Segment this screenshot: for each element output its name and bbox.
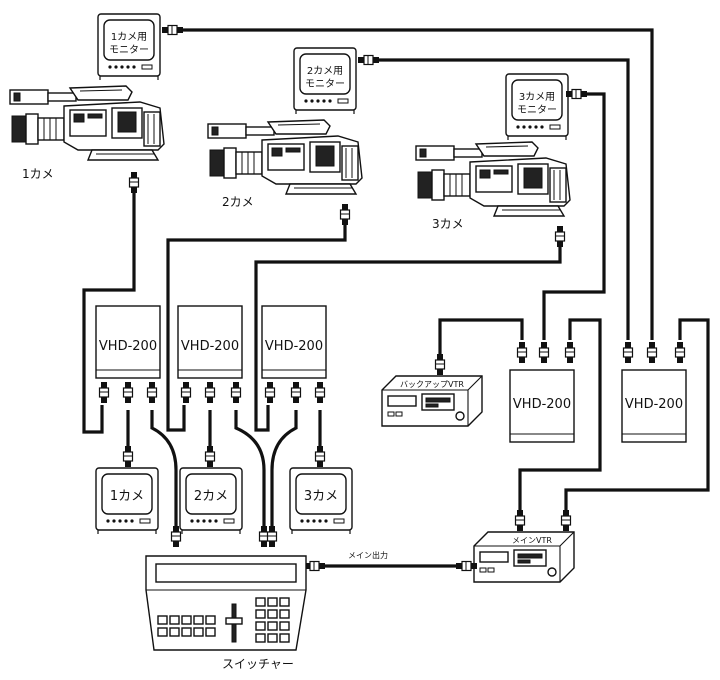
monitor-1-connector	[122, 445, 134, 468]
vhd-4-connector-c	[564, 341, 576, 364]
top-monitor-2-connector	[357, 54, 380, 66]
top-monitor-1-line2: モニター	[109, 44, 149, 56]
top-monitor-3-line1: 3カメ用	[519, 91, 555, 103]
camera-2-connector	[339, 203, 351, 226]
switcher-label: スイッチャー	[222, 657, 294, 671]
vhd-unit-4-label: VHD-200	[513, 397, 571, 412]
top-monitor-3: 3カメ用 モニター	[505, 73, 569, 141]
backup-vtr: バックアップVTR	[381, 375, 483, 427]
vhd-1-input-connector	[98, 381, 110, 404]
vhd-unit-5-label: VHD-200	[625, 397, 683, 412]
camera-2	[207, 119, 363, 195]
cable-vhd4-to-main-vtr	[518, 318, 602, 510]
bottom-monitor-2: 2カメ	[179, 467, 243, 535]
top-monitor-3-line2: モニター	[517, 104, 557, 116]
cable-vhd3-to-switcher	[270, 410, 298, 530]
bottom-monitor-2-label: 2カメ	[194, 489, 228, 504]
vhd-unit-3-label: VHD-200	[265, 339, 323, 354]
monitor-3-connector	[314, 445, 326, 468]
cable-monitor1-feed	[180, 28, 654, 340]
switcher-keypad	[255, 597, 290, 643]
camera-1-connector	[128, 171, 140, 194]
vhd-4-connector-b	[538, 341, 550, 364]
top-monitor-1-line1: 1カメ用	[111, 31, 147, 43]
vhd-5-connector-a	[622, 341, 634, 364]
main-vtr: メインVTR	[473, 531, 575, 583]
cable-cam1-to-vhd1	[82, 190, 136, 434]
top-monitor-2-line2: モニター	[305, 78, 345, 90]
switcher-buttons-left	[157, 615, 216, 637]
camera-3-label: 3カメ	[432, 217, 464, 231]
main-output-label: メイン出力	[348, 550, 388, 560]
vhd-3-input-connector	[264, 381, 276, 404]
vhd-unit-1-label: VHD-200	[99, 339, 157, 354]
main-vtr-connector-a	[514, 509, 526, 532]
vhd-unit-2-label: VHD-200	[181, 339, 239, 354]
vhd-unit-1: VHD-200	[95, 305, 161, 379]
cable-vhd1-to-switcher	[150, 410, 178, 530]
vhd-1-output-a-connector	[122, 381, 134, 404]
backup-vtr-connector	[434, 353, 446, 376]
bottom-monitor-1: 1カメ	[95, 467, 159, 535]
switcher-fader-handle	[225, 617, 243, 625]
vhd-unit-5: VHD-200	[621, 369, 687, 443]
switcher-input-3-connector	[266, 525, 278, 548]
bottom-monitor-1-label: 1カメ	[110, 489, 144, 504]
switcher	[145, 555, 307, 651]
camera-3	[415, 141, 571, 217]
vhd-2-output-a-connector	[204, 381, 216, 404]
top-monitor-3-connector	[565, 88, 588, 100]
cable-cam2-to-vhd2	[166, 225, 347, 432]
vhd-1-output-b-connector	[146, 381, 158, 404]
camera-1-label: 1カメ	[22, 167, 54, 181]
vhd-5-connector-b	[646, 341, 658, 364]
top-monitor-2-line1: 2カメ用	[307, 65, 343, 77]
camera-1	[9, 85, 165, 161]
bottom-monitor-3-label: 3カメ	[304, 489, 338, 504]
top-monitor-1: 1カメ用 モニター	[97, 13, 161, 81]
vhd-unit-2: VHD-200	[177, 305, 243, 379]
cable-vhd5-to-main-vtr	[564, 318, 710, 510]
vhd-3-output-b-connector	[314, 381, 326, 404]
top-monitor-2: 2カメ用 モニター	[293, 47, 357, 115]
backup-vtr-label: バックアップVTR	[400, 380, 464, 389]
main-vtr-label: メインVTR	[512, 536, 552, 545]
main-vtr-connector-b	[560, 509, 572, 532]
top-monitor-1-connector	[161, 24, 184, 36]
cables	[82, 28, 710, 568]
camera-2-label: 2カメ	[222, 195, 254, 209]
cable-monitor2-feed	[370, 58, 630, 340]
vhd-unit-3: VHD-200	[261, 305, 327, 379]
monitor-2-connector	[204, 445, 216, 468]
cable-monitor3-feed	[542, 92, 606, 340]
camera-3-connector	[554, 225, 566, 248]
vhd-5-connector-c	[674, 341, 686, 364]
cable-cam3-to-vhd3	[254, 245, 562, 432]
vhd-3-output-a-connector	[290, 381, 302, 404]
switcher-output-connector	[303, 560, 326, 572]
bottom-monitor-3: 3カメ	[289, 467, 353, 535]
switcher-input-1-connector	[170, 525, 182, 548]
cable-vhd4-to-backup-vtr	[438, 318, 524, 355]
cable-vhd2-to-switcher	[234, 410, 266, 530]
vhd-unit-4: VHD-200	[509, 369, 575, 443]
vhd-4-connector-a	[516, 341, 528, 364]
vhd-2-output-b-connector	[230, 381, 242, 404]
vhd-2-input-connector	[180, 381, 192, 404]
